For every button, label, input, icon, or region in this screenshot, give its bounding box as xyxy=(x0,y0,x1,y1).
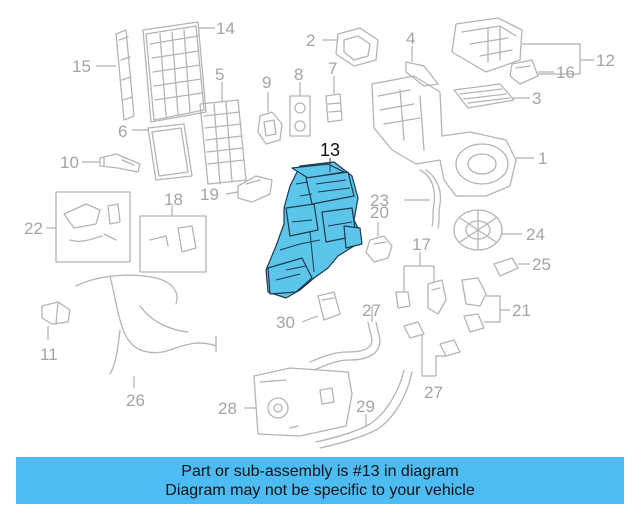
part-12[interactable]: 12 xyxy=(451,17,615,75)
callout-11: 11 xyxy=(40,345,58,364)
callout-16: 16 xyxy=(556,63,575,82)
callout-23: 23 xyxy=(370,191,389,210)
callout-2: 2 xyxy=(306,31,315,50)
callout-21: 21 xyxy=(512,301,531,320)
part-4[interactable]: 4 xyxy=(405,29,439,87)
banner-line-2: Diagram may not be specific to your vehi… xyxy=(165,482,475,499)
part-3[interactable]: 3 xyxy=(453,83,541,109)
callout-29: 28 xyxy=(218,399,237,418)
part-15[interactable]: 15 xyxy=(72,29,135,121)
banner-line-1: Part or sub-assembly is #13 in diagram xyxy=(181,463,459,480)
callout-17: 17 xyxy=(412,235,431,254)
callout-15: 15 xyxy=(72,57,91,76)
callout-30: 30 xyxy=(276,313,295,332)
callout-13: 13 xyxy=(320,140,340,160)
callout-8: 8 xyxy=(294,65,303,84)
callout-26: 26 xyxy=(126,391,145,410)
info-banner: Part or sub-assembly is #13 in diagram D… xyxy=(16,457,624,504)
part-21[interactable]: 21 xyxy=(461,277,531,333)
callout-1: 1 xyxy=(538,149,547,168)
callout-4: 4 xyxy=(406,29,415,48)
callout-7: 7 xyxy=(328,59,337,78)
part-6[interactable]: 6 xyxy=(118,122,193,181)
part-9[interactable]: 9 xyxy=(257,73,283,145)
part-5[interactable]: 5 xyxy=(199,65,247,185)
part-29[interactable]: 28 xyxy=(218,367,353,437)
callout-12: 12 xyxy=(596,51,615,70)
part-22[interactable]: 22 xyxy=(24,191,131,263)
callout-19: 19 xyxy=(200,185,219,204)
part-8[interactable]: 8 xyxy=(289,65,311,137)
part-1[interactable]: 1 xyxy=(371,75,547,197)
callout-18: 18 xyxy=(164,190,183,209)
part-20[interactable]: 20 xyxy=(365,203,393,263)
callout-10: 10 xyxy=(60,153,79,172)
callout-14: 14 xyxy=(216,19,235,38)
part-27-upper[interactable]: 27 xyxy=(309,301,381,371)
part-24[interactable]: 24 xyxy=(453,209,545,251)
callout-28: 27 xyxy=(424,383,443,402)
part-11[interactable]: 11 xyxy=(40,301,71,364)
part-19[interactable]: 19 xyxy=(200,175,273,204)
callout-20: 20 xyxy=(370,203,389,222)
part-13-hvac-housing[interactable]: 13 xyxy=(265,140,363,299)
callout-25: 25 xyxy=(532,255,551,274)
callout-22: 22 xyxy=(24,219,43,238)
part-23[interactable]: 23 xyxy=(370,169,442,229)
part-27-lower[interactable]: 29 xyxy=(315,369,413,449)
part-26[interactable]: 26 xyxy=(75,274,217,410)
callout-6: 6 xyxy=(118,122,127,141)
part-7[interactable]: 7 xyxy=(325,59,343,123)
part-14[interactable]: 14 xyxy=(142,19,235,123)
part-2[interactable]: 2 xyxy=(306,27,379,67)
callout-27-lower: 29 xyxy=(356,397,375,416)
part-28[interactable]: 27 xyxy=(403,321,461,402)
part-17[interactable]: 17 xyxy=(395,235,447,315)
callout-24: 24 xyxy=(526,225,545,244)
part-18[interactable]: 18 xyxy=(139,190,207,273)
callout-9: 9 xyxy=(262,73,271,92)
part-10[interactable]: 10 xyxy=(60,153,141,173)
callout-27-upper: 27 xyxy=(362,301,381,320)
part-25[interactable]: 25 xyxy=(493,255,551,277)
callout-5: 5 xyxy=(215,65,224,84)
callout-3: 3 xyxy=(532,89,541,108)
parts-diagram: 15 14 5 6 10 9 8 xyxy=(24,17,615,449)
part-16[interactable]: 16 xyxy=(509,59,575,85)
part-30[interactable]: 30 xyxy=(276,291,341,332)
